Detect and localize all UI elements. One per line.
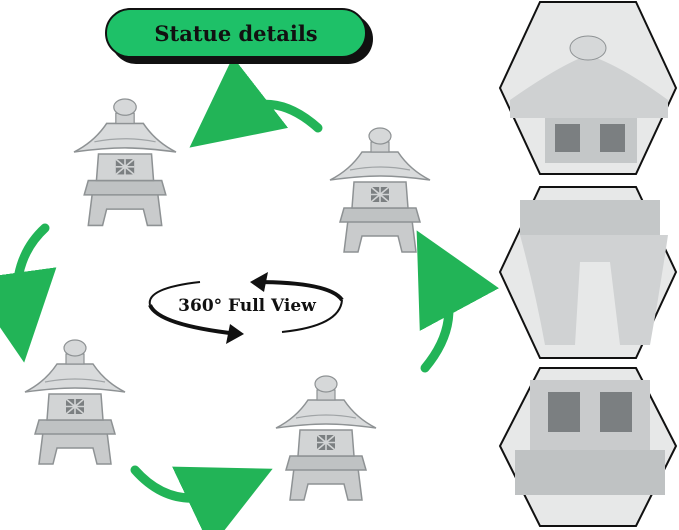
page-title: Statue details [105,8,367,58]
rotate-arrows-icon [148,272,344,344]
detail-hexagon-top [498,1,678,175]
curved-arrow-icon [416,230,499,373]
lantern-top-right [329,127,431,253]
curved-arrow-icon [189,56,323,148]
rotation-view-label: 360° Full View [178,296,316,316]
detail-hexagon-bottom [498,367,678,527]
lantern-bottom-left [24,339,126,465]
lantern-top-left [73,98,177,227]
lantern-bottom-right [275,375,377,501]
curved-arrow-icon [130,465,273,530]
detail-hexagon-middle [498,186,678,359]
curved-arrow-icon [0,223,57,363]
